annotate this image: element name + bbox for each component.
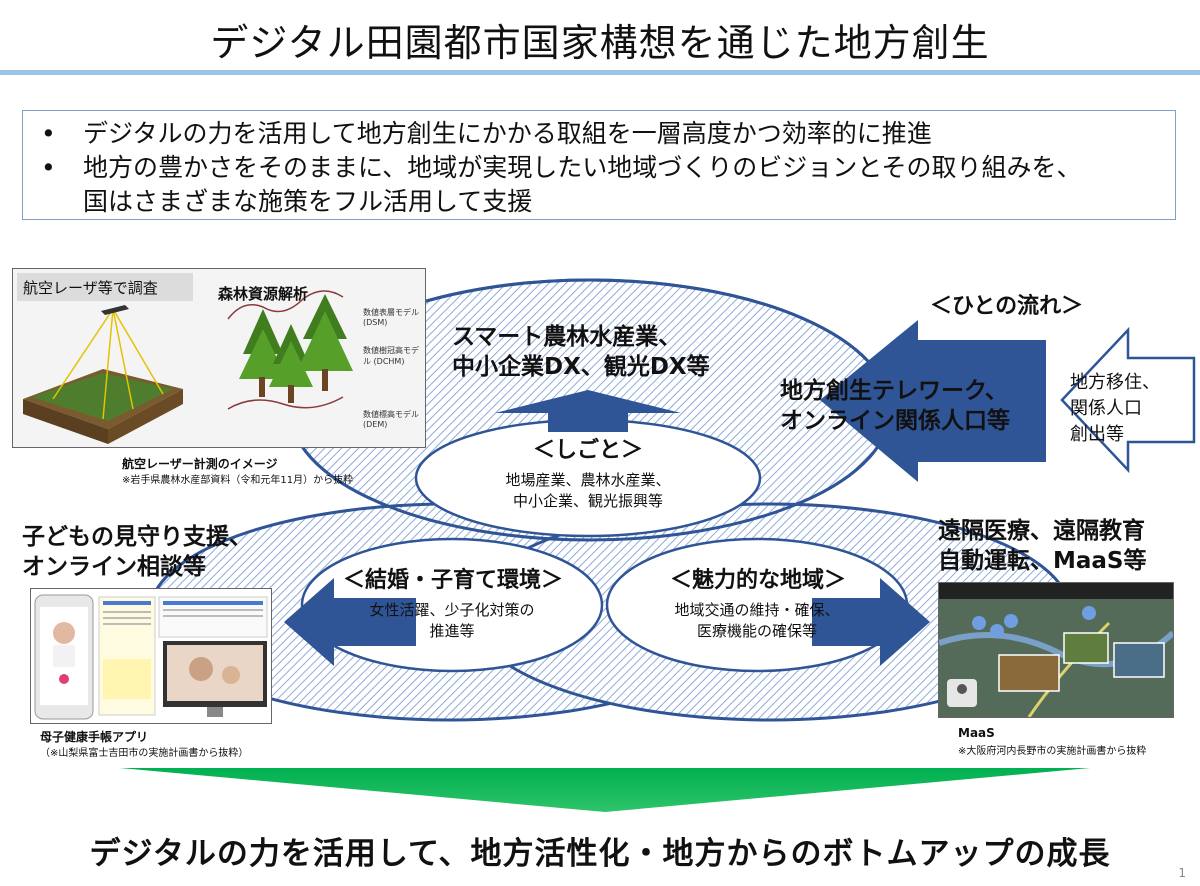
summary-list: デジタルの力を活用して地方創生にかかる取組を一層高度かつ効率的に推進 地方の豊か… <box>23 117 1175 219</box>
family-oval-line2: 推進等 <box>429 622 475 640</box>
region-caption-note: ※大阪府河内長野市の実施計画書から抜粋 <box>958 746 1147 757</box>
page-title: デジタル田園都市国家構想を通じた地方創生 <box>210 21 990 65</box>
survey-label: 航空レーザ等で調査 <box>23 279 158 297</box>
work-oval-title: ＜しごと＞ <box>532 438 643 463</box>
maas-map-image <box>938 582 1174 718</box>
family-oval-title: ＜結婚・子育て環境＞ <box>342 568 563 593</box>
work-headline-line2: 中小企業DX、観光DX等 <box>452 354 710 380</box>
family-oval-body: 女性活躍、少子化対策の 推進等 <box>342 600 562 642</box>
family-headline-line1: 子どもの見守り支援、 <box>22 524 252 550</box>
people-arrow-line1: 地方創生テレワーク、 <box>780 378 1008 404</box>
work-oval-line2: 中小企業、観光振興等 <box>512 492 663 510</box>
bottom-green-arrow <box>120 768 1090 812</box>
family-caption: 母子健康手帳アプリ <box>40 730 149 744</box>
mother-child-app-image <box>30 588 272 724</box>
region-oval-line1: 地域交通の維持・確保、 <box>674 601 840 619</box>
work-headline-line1: スマート農林水産業、 <box>452 324 682 350</box>
people-left-arrow <box>820 320 1046 482</box>
forest-laser-image: 航空レーザ等で調査 森林資源解析 数値表層モデル (DSM) 数値樹冠高モデル … <box>12 268 426 448</box>
migration-outline-arrow <box>1060 326 1196 474</box>
migration-text: 地方移住、 関係人口 創出等 <box>1070 370 1160 448</box>
people-arrow-line2: オンライン関係人口等 <box>780 408 1010 434</box>
forest-caption-note: ※岩手県農林水産部資料（令和元年11月）から抜粋 <box>122 475 354 486</box>
dchm-label: 数値樹冠高モデル (DCHM) <box>363 346 419 366</box>
migration-line2: 関係人口 <box>1070 398 1142 419</box>
dsm-label: 数値表層モデル (DSM) <box>363 308 419 327</box>
migration-line1: 地方移住、 <box>1070 372 1160 393</box>
summary-bullet-2-continued: 国はさまざまな施策をフル活用して支援 <box>83 187 533 216</box>
page-number: 1 <box>1178 866 1186 880</box>
forest-illustration <box>17 273 353 444</box>
dem-label: 数値標高モデル (DEM) <box>363 410 419 429</box>
analysis-label: 森林資源解析 <box>218 285 309 303</box>
app-screenshot-illustration <box>34 594 268 720</box>
work-up-arrow <box>495 390 681 432</box>
forest-caption: 航空レーザー計測のイメージ <box>122 457 278 471</box>
region-oval-body: 地域交通の維持・確保、 医療機能の確保等 <box>647 600 867 642</box>
family-left-arrow <box>284 578 416 666</box>
work-headline: スマート農林水産業、 中小企業DX、観光DX等 <box>452 322 710 382</box>
summary-bullet-1: デジタルの力を活用して地方創生にかかる取組を一層高度かつ効率的に推進 <box>41 117 1175 151</box>
region-caption: MaaS <box>958 726 995 740</box>
region-right-arrow <box>812 578 930 666</box>
family-headline-line2: オンライン相談等 <box>22 554 206 580</box>
maas-map-illustration <box>939 583 1173 717</box>
region-oval-title: ＜魅力的な地域＞ <box>669 568 846 593</box>
region-oval-line2: 医療機能の確保等 <box>696 622 817 640</box>
region-headline-line2: 自動運転、MaaS等 <box>938 548 1147 574</box>
work-oval-body: 地場産業、農林水産業、 中小企業、観光振興等 <box>468 470 708 512</box>
region-headline: 遠隔医療、遠隔教育 自動運転、MaaS等 <box>938 516 1147 576</box>
region-headline-line1: 遠隔医療、遠隔教育 <box>938 518 1145 544</box>
family-caption-note: （※山梨県富士吉田市の実施計画書から抜粋） <box>40 748 249 759</box>
people-header: ＜ひとの流れ＞ <box>930 294 1084 319</box>
family-oval-line1: 女性活躍、少子化対策の <box>369 601 535 619</box>
people-arrow-text: 地方創生テレワーク、 オンライン関係人口等 <box>780 376 1010 436</box>
migration-line3: 創出等 <box>1070 424 1124 445</box>
summary-bullet-2: 地方の豊かさをそのままに、地域が実現したい地域づくりのビジョンとその取り組みを、 <box>41 151 1175 185</box>
family-headline: 子どもの見守り支援、 オンライン相談等 <box>22 522 252 582</box>
summary-box: デジタルの力を活用して地方創生にかかる取組を一層高度かつ効率的に推進 地方の豊か… <box>22 110 1176 220</box>
title-underline <box>0 70 1200 75</box>
work-oval-line1: 地場産業、農林水産業、 <box>505 471 671 489</box>
bottom-statement: デジタルの力を活用して、地方活性化・地方からのボトムアップの成長 <box>89 836 1111 872</box>
